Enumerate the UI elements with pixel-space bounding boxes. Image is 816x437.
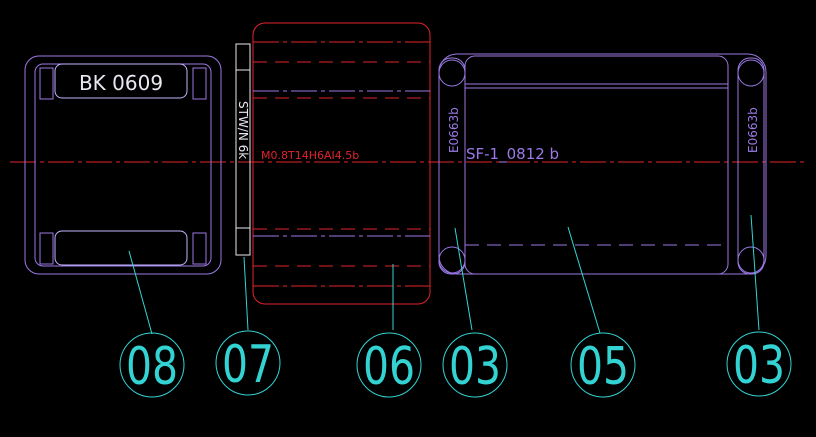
bearing-bk-label: BK 0609 <box>79 71 163 95</box>
balloon-07: 07 <box>215 330 281 396</box>
sleeve-label: M0.8T14H6AI4.5b <box>261 149 359 162</box>
svg-text:05: 05 <box>577 337 629 397</box>
svg-text:03: 03 <box>733 336 785 396</box>
svg-text:07: 07 <box>222 335 274 395</box>
leader-lines <box>128 214 760 335</box>
balloon-08: 08 <box>119 332 185 398</box>
balloon-03-left: 03 <box>442 332 508 398</box>
part-sleeve <box>252 22 431 305</box>
svg-text:08: 08 <box>126 337 178 397</box>
ring-left-label: E0663b <box>447 107 461 153</box>
balloon-06: 06 <box>356 332 422 398</box>
sf-label: SF-1_0812 b <box>466 145 559 164</box>
svg-text:06: 06 <box>363 337 415 397</box>
balloon-05: 05 <box>570 332 636 398</box>
seal-label: STW/N 6k <box>236 101 250 159</box>
ring-right-label: E0663b <box>746 107 760 153</box>
svg-text:03: 03 <box>449 337 501 397</box>
balloon-03-right: 03 <box>726 331 792 397</box>
part-sf-sleeve <box>438 53 767 275</box>
part-seal <box>235 43 251 256</box>
part-bearing-bk <box>24 55 222 275</box>
